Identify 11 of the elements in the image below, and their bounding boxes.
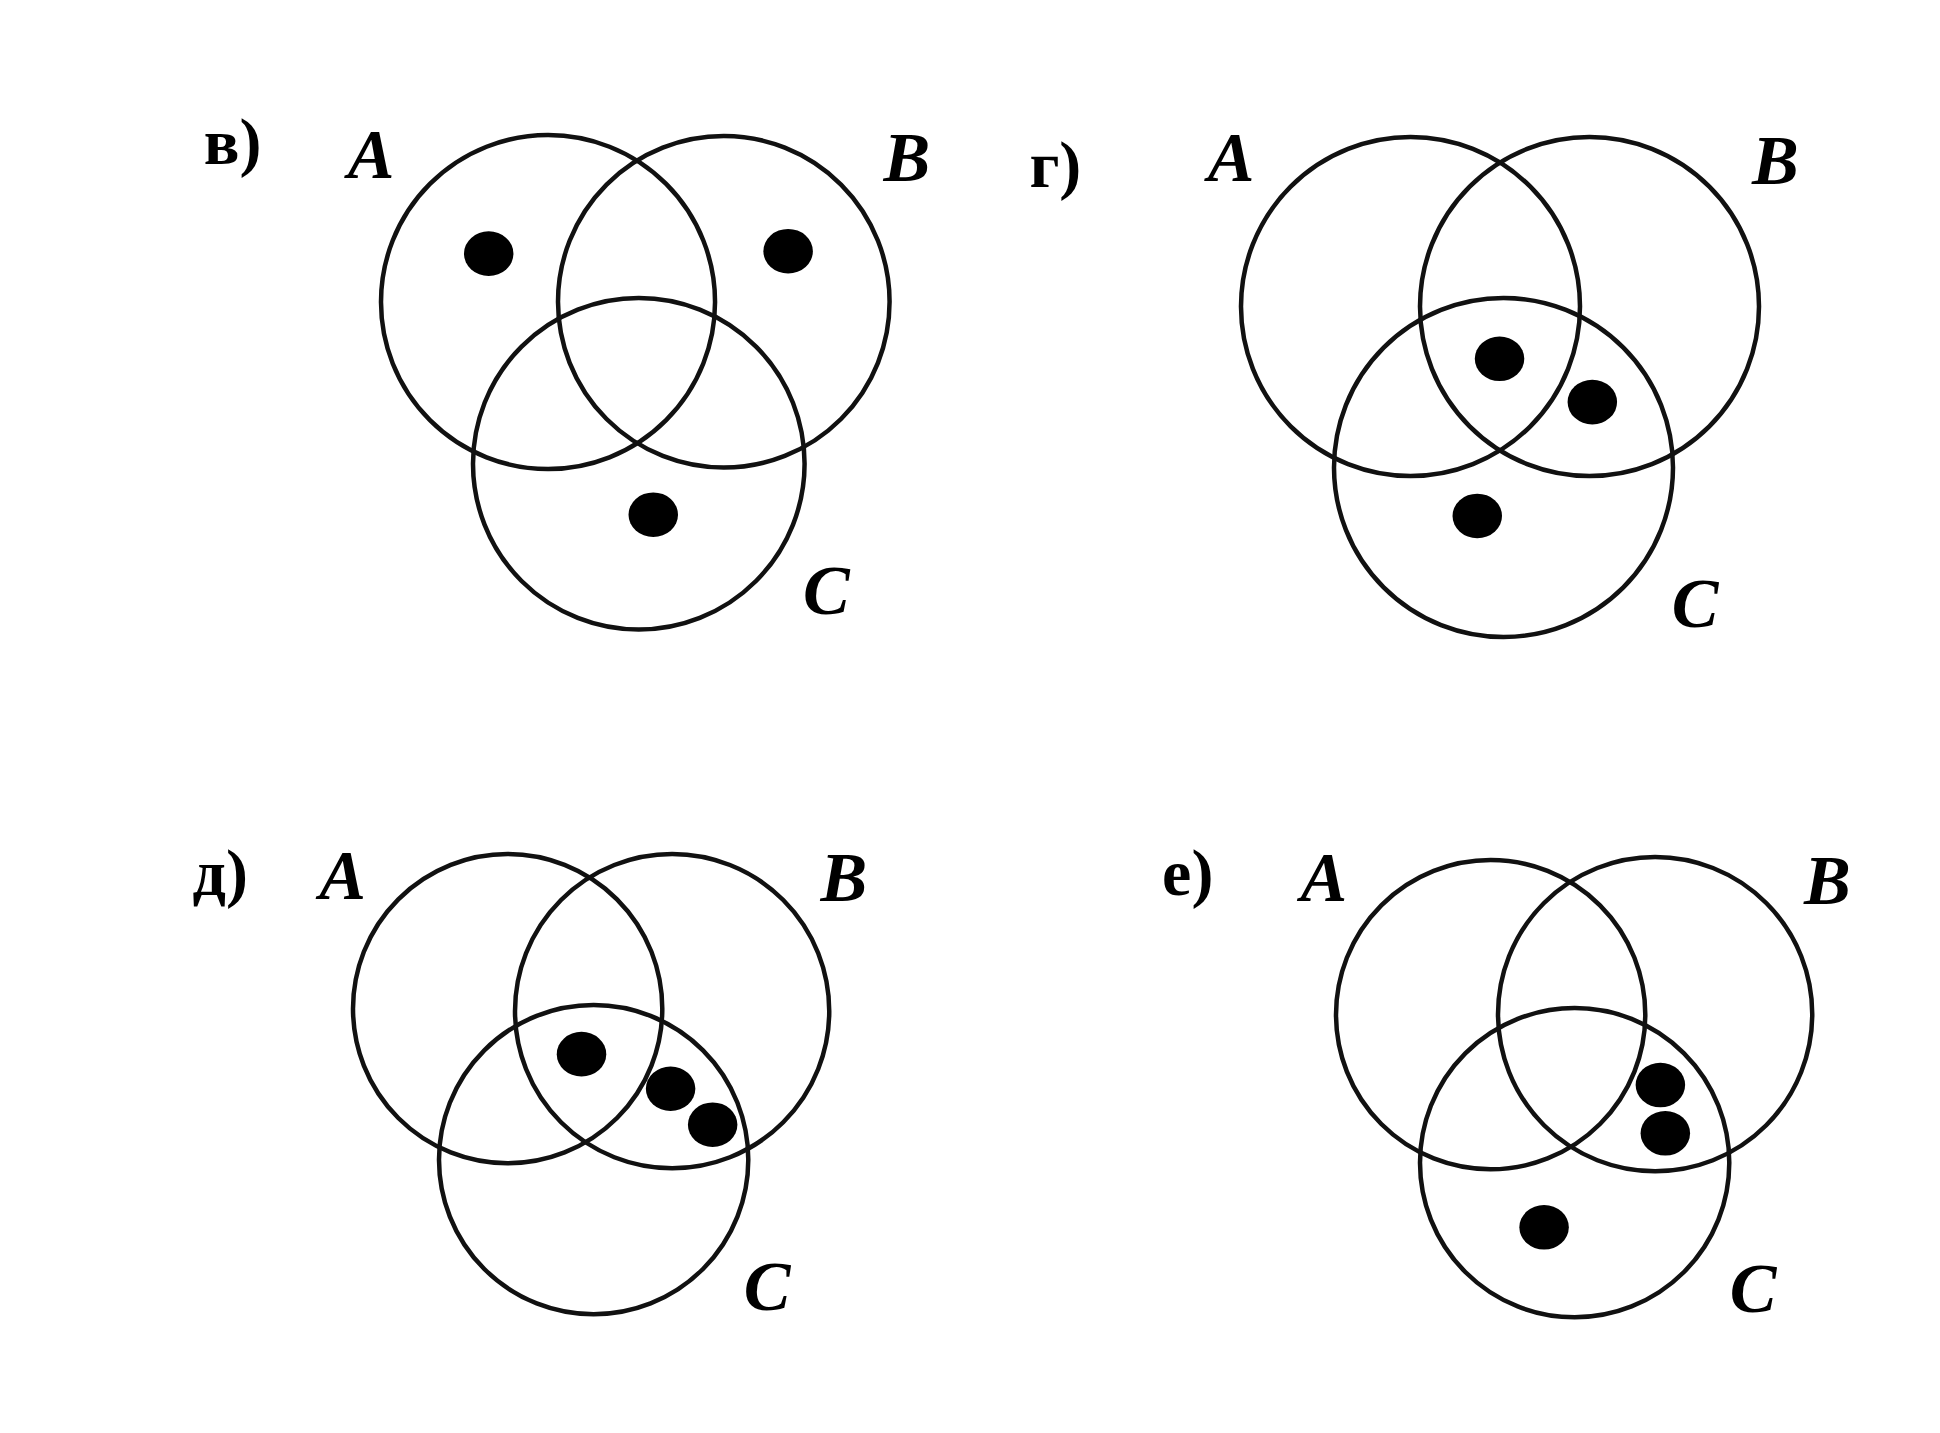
set-label: B	[883, 123, 931, 194]
set-label: C	[743, 1251, 791, 1322]
panel-label: д)	[192, 840, 248, 907]
set-label: B	[1804, 845, 1851, 916]
set-label: C	[1729, 1254, 1777, 1325]
set-label: B	[820, 843, 868, 914]
set-label: C	[803, 556, 850, 627]
set-label: C	[1671, 568, 1719, 639]
panel-label: е)	[1162, 840, 1214, 907]
set-label: B	[1752, 125, 1799, 196]
panel-label: в)	[203, 109, 262, 176]
